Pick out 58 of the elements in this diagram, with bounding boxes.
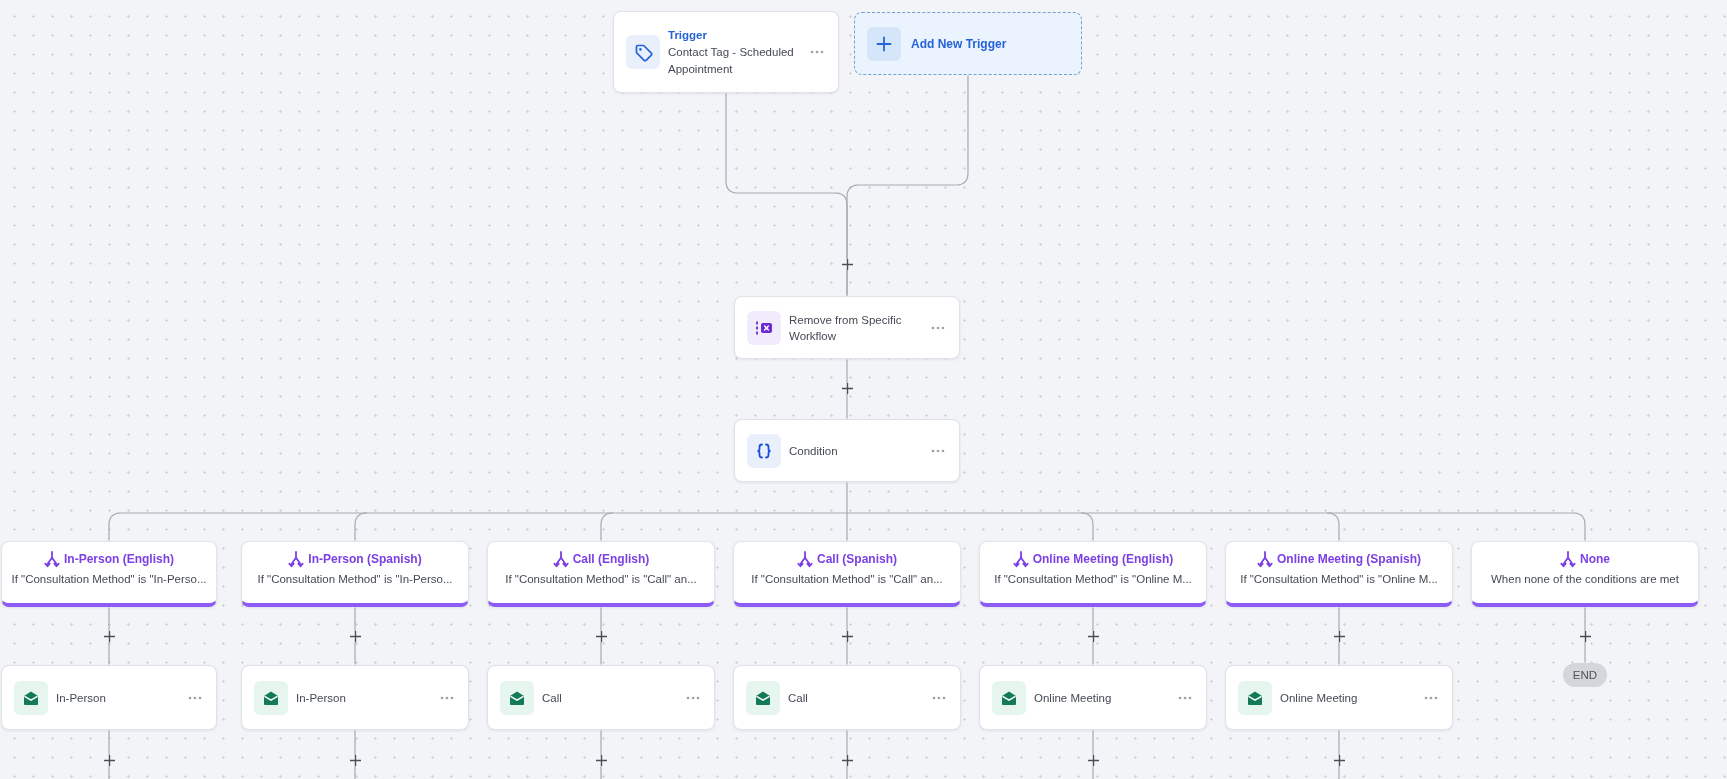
action-card: [734, 296, 960, 359]
connector-line: [120, 481, 1574, 514]
branch-condition: If "Consultation Method" is "Online M...: [994, 572, 1192, 587]
branch-title: Call (Spanish): [817, 551, 897, 568]
trigger-description: Contact Tag - Scheduled Appointment: [668, 44, 795, 77]
email-action-card: [1, 665, 217, 730]
branch-condition: When none of the conditions are met: [1491, 572, 1679, 587]
step-label: Call: [788, 690, 808, 706]
branch-condition: If "Consultation Method" is "Call" an...: [505, 572, 697, 587]
connector-line: [1326, 512, 1340, 542]
step-label: In-Person: [56, 690, 106, 706]
connector-line: [600, 512, 614, 542]
branch-title: In-Person (English): [64, 551, 174, 568]
step-label: Call: [542, 690, 562, 706]
email-action-card: [487, 665, 715, 730]
email-action-card: [241, 665, 469, 730]
branch-card: [1, 541, 217, 607]
branch-title: Online Meeting (English): [1032, 551, 1174, 568]
connector-line: [846, 512, 848, 542]
condition-card: [734, 419, 960, 482]
step-label: Online Meeting: [1280, 690, 1358, 706]
connector-line: [1080, 512, 1094, 542]
connector-line: [354, 512, 368, 542]
connector-line: [846, 606, 848, 666]
branch-condition: If "Consultation Method" is "Call" an...: [751, 572, 943, 587]
step-label: In-Person: [296, 690, 346, 706]
connector-line: [846, 74, 969, 297]
connector-line: [1338, 606, 1340, 666]
connector-line: [108, 606, 110, 666]
branch-card: [733, 541, 961, 607]
trigger-title: Trigger: [668, 27, 708, 43]
branch-card: [487, 541, 715, 607]
step-label: Condition: [789, 443, 839, 459]
branch-title: In-Person (Spanish): [308, 551, 422, 568]
add-trigger-card: [854, 12, 1082, 75]
trigger-card: [613, 11, 839, 93]
branch-title: Call (English): [572, 551, 650, 568]
step-label: Remove from Specific Workflow: [789, 312, 903, 344]
connector-line: [354, 606, 356, 666]
end-marker: END: [1563, 663, 1607, 687]
email-action-card: [979, 665, 1207, 730]
branch-card: [241, 541, 469, 607]
branch-card: [1471, 541, 1699, 607]
connector-line: [1092, 606, 1094, 666]
branch-condition: If "Consultation Method" is "In-Perso...: [11, 572, 207, 587]
branch-title: None: [1580, 551, 1610, 568]
branch-card: [1225, 541, 1453, 607]
branch-condition: If "Consultation Method" is "In-Perso...: [257, 572, 453, 587]
email-action-card: [1225, 665, 1453, 730]
branch-title: Online Meeting (Spanish): [1277, 551, 1421, 568]
branch-card: [979, 541, 1207, 607]
branch-condition: If "Consultation Method" is "Online M...: [1240, 572, 1438, 587]
email-action-card: [733, 665, 961, 730]
connector-line: [1572, 512, 1586, 542]
step-label: Online Meeting: [1034, 690, 1112, 706]
add-trigger-label: Add New Trigger: [911, 36, 1007, 51]
connector-line: [600, 606, 602, 666]
connector-line: [108, 512, 122, 542]
